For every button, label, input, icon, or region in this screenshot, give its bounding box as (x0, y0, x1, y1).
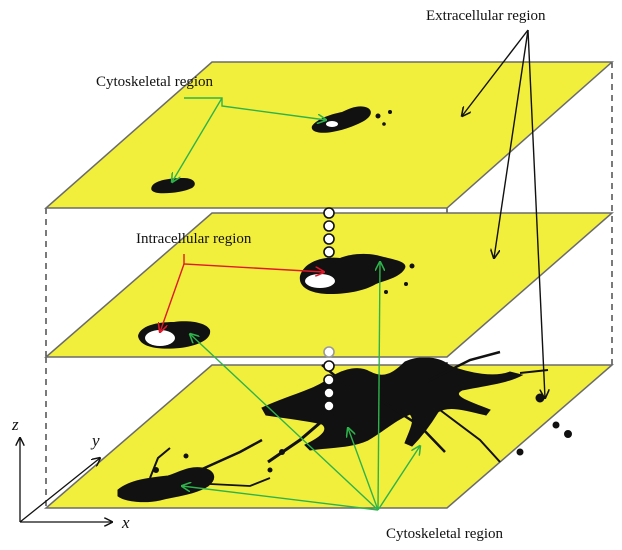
cytoskeleton-top-right (311, 106, 392, 133)
z-axis-label: z (11, 415, 19, 434)
plane-bottom (43, 350, 615, 509)
extracellular-arrow-middle (494, 29, 529, 258)
vacuole-lower-left (145, 330, 175, 346)
extracellular-arrow-bottom (527, 29, 545, 398)
cytoskeletal-arrows-bottom (182, 262, 420, 511)
cytoskeleton-top-left (151, 178, 195, 194)
vacuole-upper-right (305, 274, 335, 288)
cytoskeletal-label-top: Cytoskeletal region (96, 74, 214, 90)
cytoskeletal-arrow-top-right (184, 97, 326, 120)
y-axis (19, 458, 100, 523)
axes (20, 438, 112, 522)
cytoskeletal-arrow-to-middle-left (190, 334, 379, 511)
cytoskeletal-arrow-to-bottom-center (348, 428, 379, 511)
cytoskeletal-arrows-top (172, 97, 326, 182)
layer-continuation-dots-upper (323, 207, 335, 258)
intracellular-arrow-left (160, 263, 185, 332)
cytoskeleton-network-small (117, 438, 273, 503)
plane-middle (43, 212, 614, 358)
extracellular-arrows (462, 29, 545, 398)
layer-continuation-dots-lower (323, 346, 335, 412)
extracellular-label: Extracellular region (426, 8, 546, 24)
intracellular-label: Intracellular region (136, 231, 252, 247)
extracellular-arrow-top (462, 29, 529, 116)
cytoskeletal-arrow-to-bottom-right (377, 446, 420, 511)
intracellular-arrows (160, 254, 324, 332)
x-axis-label: x (121, 513, 130, 532)
cytoskeletal-label-bottom: Cytoskeletal region (386, 526, 504, 542)
y-axis-label: y (90, 431, 100, 450)
cytoskeletal-arrow-top-left (172, 97, 223, 182)
cytoskeletal-arrow-to-middle-right (378, 262, 380, 511)
cytoskeletal-arrow-to-bottom-left (182, 486, 379, 511)
